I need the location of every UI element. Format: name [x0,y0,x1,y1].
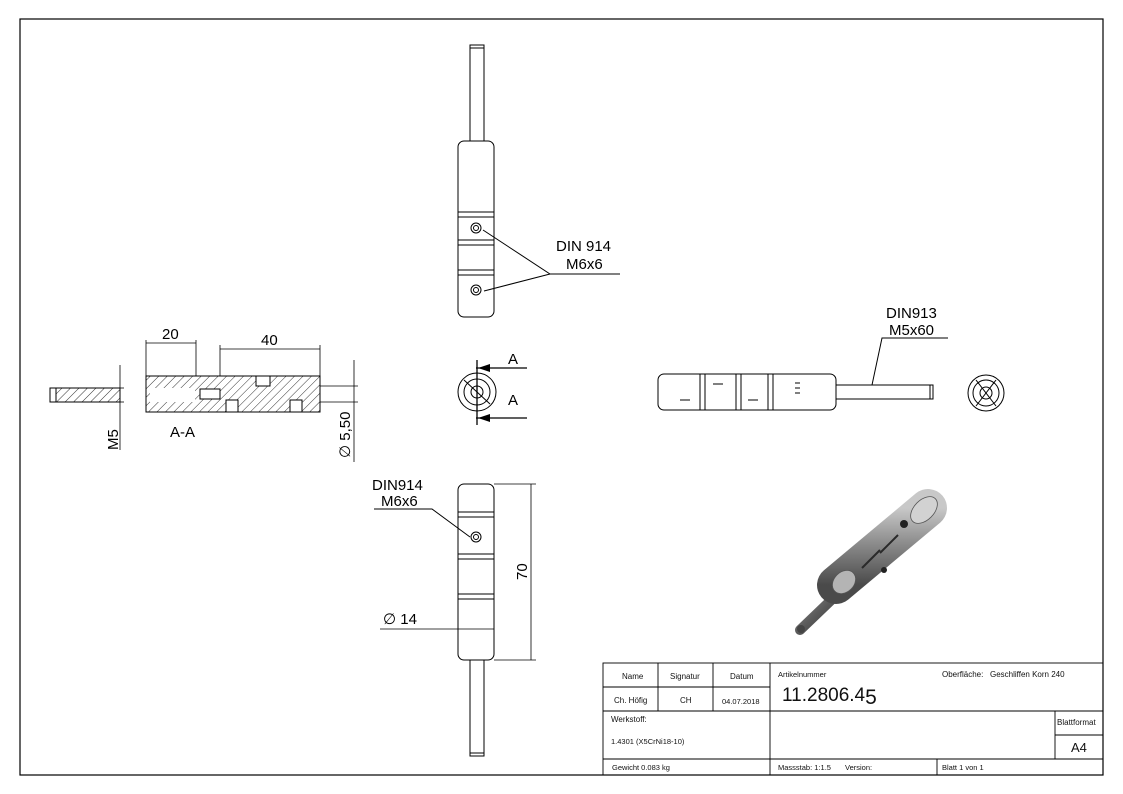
oberflaeche-label: Oberfläche: [942,670,984,679]
leader-din914-bottom [374,508,471,538]
section-a-a-view [49,375,321,413]
dim-dia-14-label: ∅ 14 [383,611,417,628]
dim-40-label: 40 [261,332,278,349]
blattformat-value: A4 [1071,740,1087,755]
dim-70-label: 70 [514,563,531,580]
label-din914-top: DIN 914 [556,238,611,255]
label-din914-bottom: DIN914 [372,477,423,494]
artikel-label: Artikelnummer [778,670,827,679]
blatt: Blatt 1 von 1 [942,763,984,772]
bottom-front-view [457,483,495,757]
section-label-a-a: A-A [170,424,195,441]
dim-dia-550-label: ∅ 5,50 [337,412,354,458]
dim-20-label: 20 [162,326,179,343]
label-din913: DIN913 [886,305,937,322]
dim-20 [145,340,197,376]
werkstoff-value: 1.4301 (X5CrNi18-10) [611,737,685,746]
name-header: Name [622,672,644,681]
dim-dia-550 [320,360,358,462]
side-view-right [657,373,934,411]
artikel-value-suffix: 5 [865,686,877,709]
isometric-render [795,489,947,635]
dim-40 [219,345,321,376]
label-m6x6-top: M6x6 [566,256,603,273]
blattformat-label: Blattformat [1057,718,1096,727]
section-marker-top: A [508,351,518,368]
signatur-value: CH [680,696,692,705]
gewicht: Gewicht 0.083 kg [612,763,670,772]
massstab: Massstab: 1:1.5 [778,763,831,772]
name-value: Ch. Höfig [614,696,648,705]
signatur-header: Signatur [670,672,700,681]
leader-din914-top [482,229,620,292]
oberflaeche-value: Geschliffen Korn 240 [990,670,1065,679]
section-arrow-head-bottom [478,414,490,422]
end-view-right [967,374,1005,412]
label-m6x6-bottom: M6x6 [381,493,418,510]
section-marker-bottom: A [508,392,518,409]
dim-m5-label: M5 [105,429,122,450]
version: Version: [845,763,873,772]
artikel-value: 11.2806.45 [782,685,877,709]
sheet-border [19,18,1104,776]
label-m5x60: M5x60 [889,322,934,339]
werkstoff-label: Werkstoff: [611,715,647,724]
section-arrow-head-top [478,364,490,372]
leader-din913 [871,337,948,386]
dim-70 [494,483,536,661]
dim-m5 [113,365,124,450]
title-block-grid [602,662,1104,776]
datum-value: 04.07.2018 [722,697,760,706]
top-front-view [457,44,495,318]
datum-header: Datum [730,672,754,681]
